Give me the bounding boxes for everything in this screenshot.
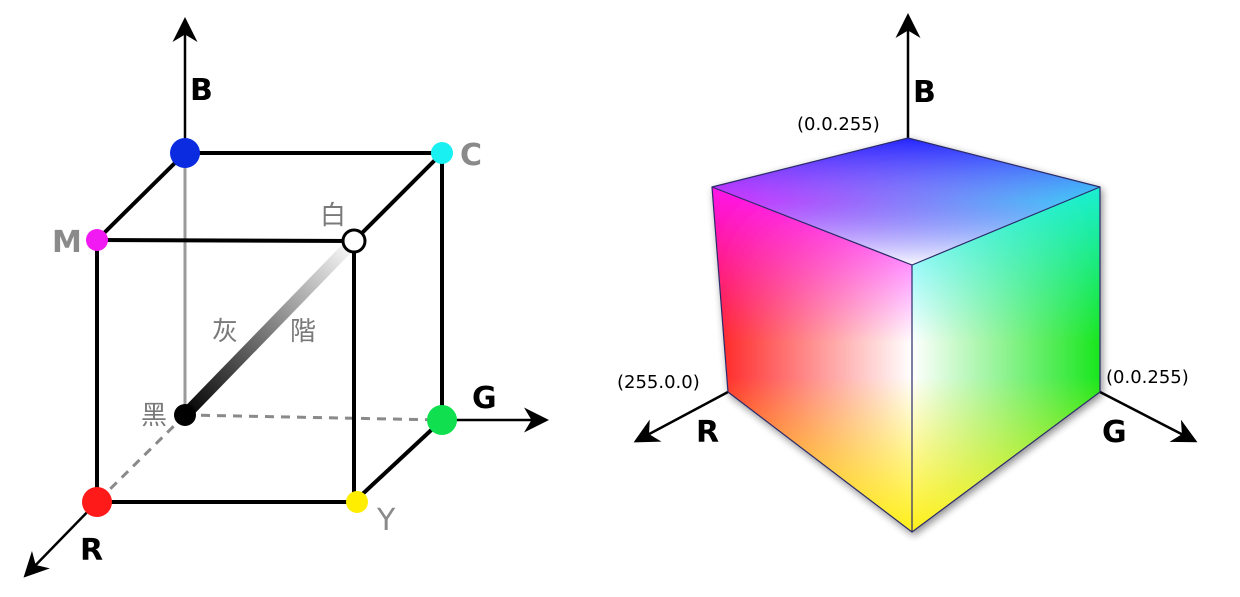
yellow-vertex	[346, 491, 368, 513]
blue-vertex	[170, 138, 200, 168]
magenta-vertex	[86, 229, 108, 251]
gray-ramp-diagonal	[179, 235, 360, 421]
magenta-corner-label: M	[52, 225, 82, 260]
blue-coord-label: (0.0.255)	[797, 114, 880, 135]
blue-axis-label: B	[190, 73, 213, 108]
blue-axis-label-right: B	[913, 75, 936, 110]
green-axis-label: G	[472, 381, 497, 416]
red-axis-arrow-right	[633, 390, 729, 443]
black-label: 黑	[141, 401, 167, 431]
color-cube-solid	[711, 137, 1101, 533]
gray-label-2: 階	[290, 317, 316, 347]
red-coord-label: (255.0.0)	[617, 372, 700, 393]
cube-visible-edges	[95, 151, 444, 504]
red-axis-label-right: R	[696, 415, 719, 450]
black-vertex	[174, 404, 196, 426]
green-axis-label-right: G	[1102, 415, 1127, 450]
hidden-edge-green	[184, 413, 443, 422]
cyan-vertex	[431, 142, 453, 164]
gray-label-1: 灰	[212, 317, 238, 347]
hidden-edge-red	[95, 413, 187, 504]
right-cube-diagram: B R G (0.0.255) (255.0.0) (0.0.255)	[617, 13, 1198, 533]
green-vertex	[427, 405, 457, 435]
white-vertex	[341, 228, 367, 254]
red-axis-label: R	[80, 533, 103, 568]
cyan-corner-label: C	[460, 138, 482, 173]
white-label: 白	[320, 201, 346, 231]
yellow-corner-label: Y	[376, 503, 396, 538]
red-vertex	[82, 487, 112, 517]
green-coord-label: (0.0.255)	[1106, 367, 1189, 388]
red-axis-arrow	[23, 501, 98, 578]
green-axis-arrow-right	[1099, 390, 1198, 443]
left-cube-diagram: B G R C M Y 白 黑 灰 階	[23, 17, 549, 578]
